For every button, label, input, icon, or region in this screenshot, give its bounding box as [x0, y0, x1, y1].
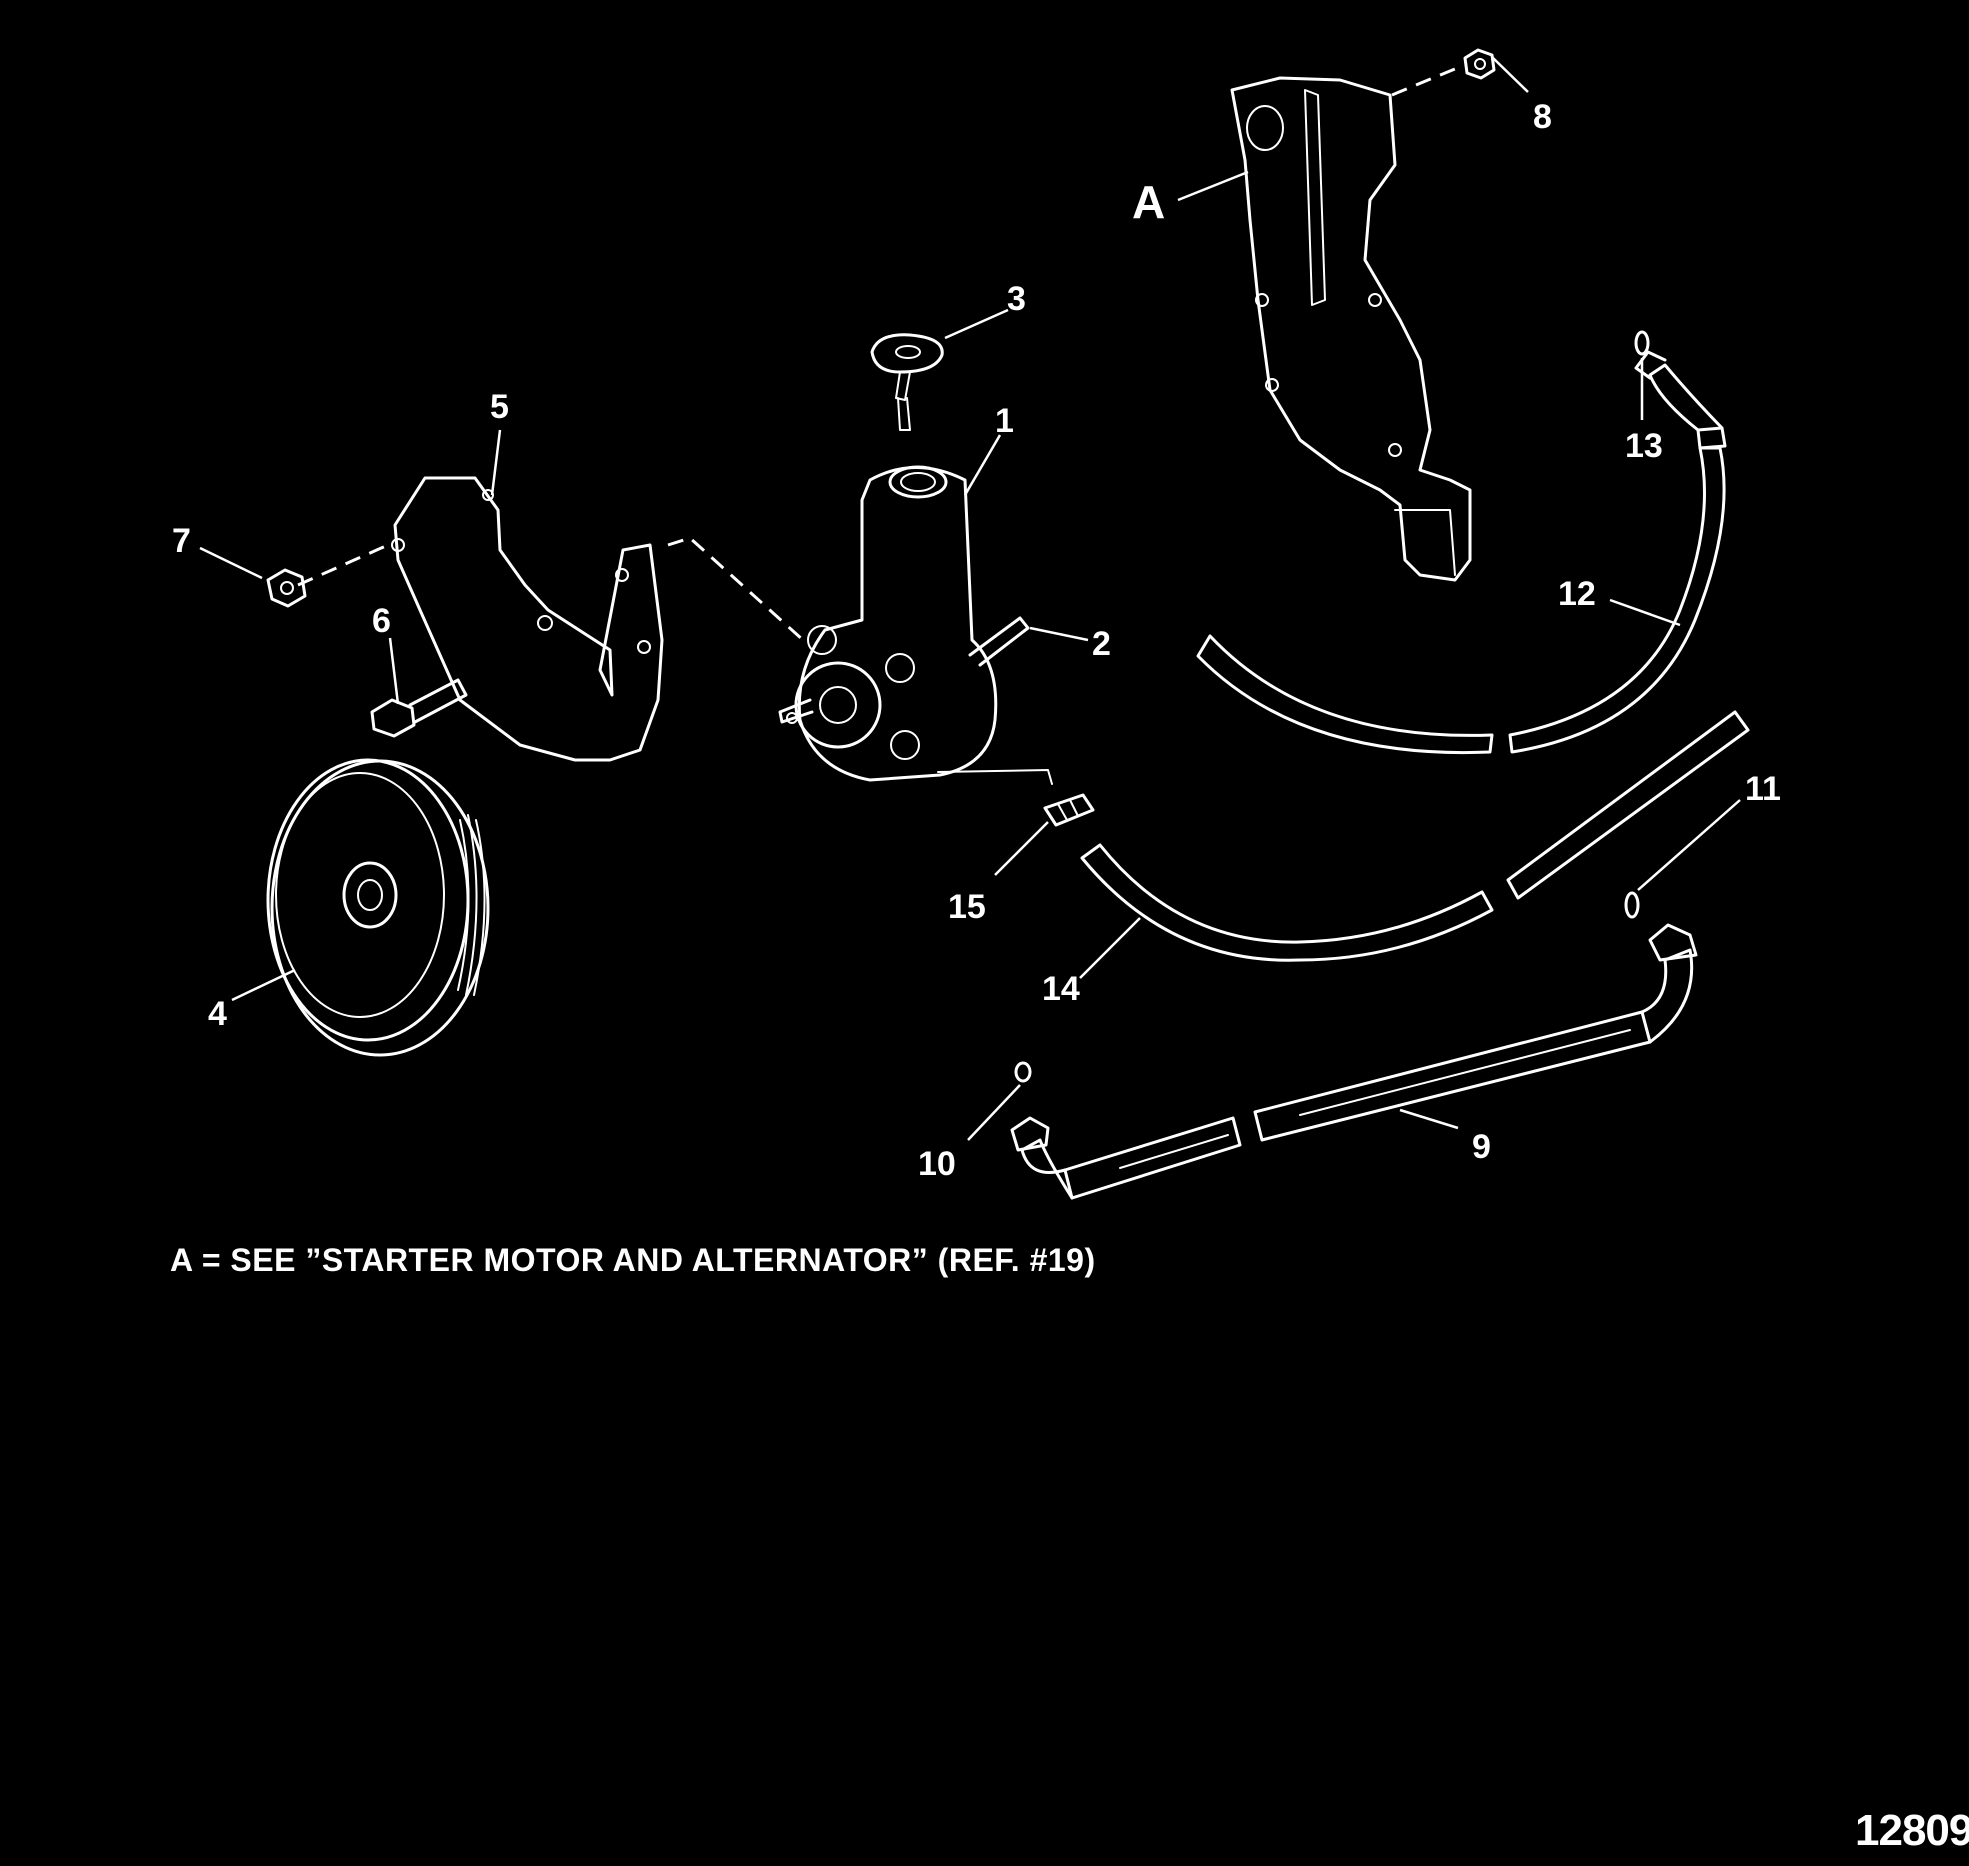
leader-bracket-pump-dash — [667, 536, 805, 642]
leader-8-dash — [1391, 64, 1463, 97]
hose-14 — [1080, 710, 1750, 962]
callout-13: 13 — [1625, 427, 1663, 465]
callout-5: 5 — [490, 388, 509, 426]
reference-note: A = SEE ”STARTER MOTOR AND ALTERNATOR” (… — [170, 1242, 1096, 1278]
nut-7 — [266, 568, 307, 608]
fitting-15 — [1043, 793, 1095, 827]
mounting-bracket-a — [1230, 76, 1472, 582]
callout-12: 12 — [1558, 575, 1596, 613]
callout-15: 15 — [948, 888, 986, 926]
reservoir-cap-3 — [870, 333, 944, 431]
callout-1: 1 — [995, 402, 1014, 440]
callout-a: A — [1132, 176, 1165, 228]
callout-4: 4 — [208, 995, 227, 1033]
callout-8: 8 — [1533, 98, 1552, 136]
callout-14: 14 — [1042, 970, 1080, 1008]
callout-10: 10 — [918, 1145, 956, 1183]
line-9 — [1010, 923, 1698, 1200]
callout-6: 6 — [372, 602, 391, 640]
o-ring-10 — [1014, 1061, 1032, 1083]
figure-reference-number: 12809 — [1855, 1806, 1969, 1855]
o-ring-13 — [1634, 330, 1650, 356]
hose-12 — [1196, 350, 1727, 755]
nut-8 — [1463, 48, 1496, 80]
pulley-4 — [266, 758, 490, 1057]
leader-7-dash — [297, 543, 389, 587]
bolt-6 — [370, 678, 468, 738]
callout-3: 3 — [1007, 280, 1026, 318]
callout-9: 9 — [1472, 1128, 1491, 1166]
pump-bracket-5 — [391, 476, 664, 762]
leader-lines — [199, 56, 1741, 1141]
power-steering-pump-1 — [778, 465, 1053, 785]
o-ring-11 — [1624, 891, 1640, 919]
callout-11: 11 — [1745, 770, 1781, 808]
callout-7: 7 — [172, 522, 191, 560]
callout-2: 2 — [1092, 625, 1111, 663]
